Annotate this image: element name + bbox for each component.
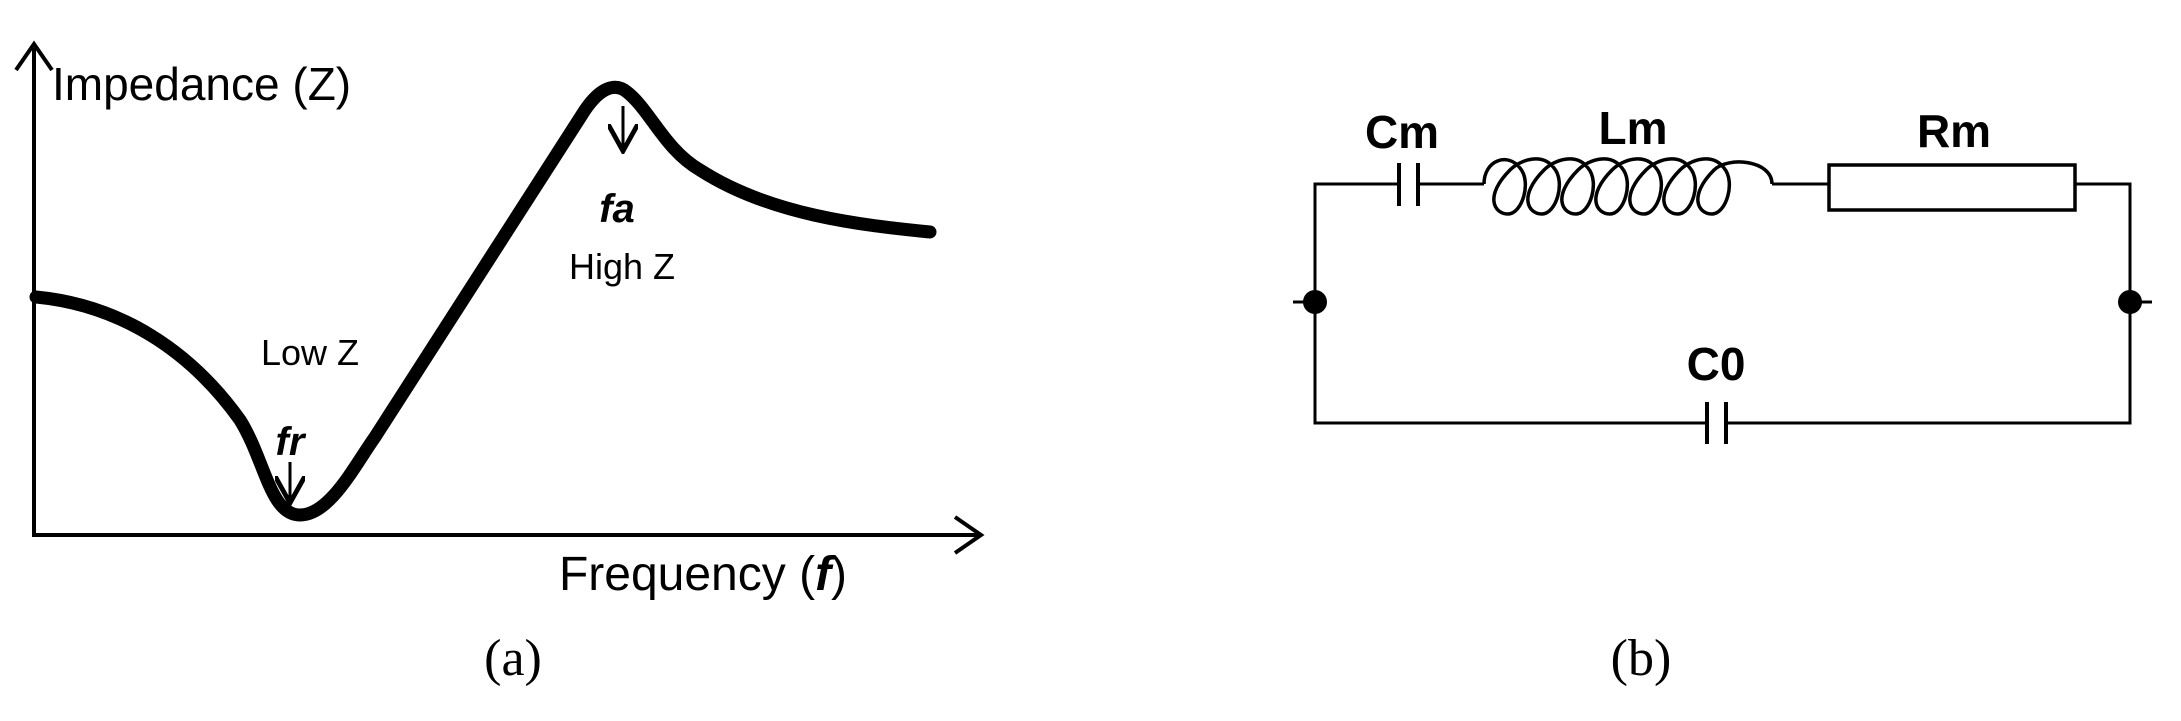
- c0-label: C0: [1687, 338, 1746, 390]
- x-axis-label: Frequency (f): [559, 548, 847, 601]
- resistor-rm: [1827, 163, 2077, 212]
- capacitor-cm: [1397, 163, 1420, 206]
- inductor-lm: [1482, 157, 1774, 216]
- caption-b: (b): [1611, 630, 1672, 687]
- high-z-note: High Z: [569, 246, 675, 287]
- impedance-plot: Impedance (Z) fr Low Z fa High Z Frequen…: [14, 40, 985, 687]
- motional-branch-left-wire: [1313, 182, 1397, 302]
- motional-branch-right-wire: [2075, 182, 2132, 302]
- capacitor-c0: [1705, 402, 1728, 444]
- x-axis-label-variable: f: [815, 548, 835, 601]
- low-z-note: Low Z: [261, 332, 359, 373]
- rm-label: Rm: [1917, 105, 1991, 157]
- impedance-curve: [29, 81, 937, 522]
- resonance-label: fr: [276, 420, 307, 464]
- lm-label: Lm: [1599, 102, 1668, 154]
- caption-a: (a): [484, 630, 542, 687]
- x-axis-arrowhead: [953, 515, 985, 555]
- x-axis-label-prefix: Frequency (: [559, 548, 815, 601]
- x-axis-label-suffix: ): [831, 548, 847, 601]
- y-axis-label: Impedance (Z): [52, 58, 351, 110]
- equivalent-circuit: Cm Lm Rm C0 (b): [1293, 102, 2152, 687]
- static-branch-wire-left: [1313, 302, 1706, 425]
- static-branch-wire-right: [1727, 302, 2132, 425]
- antiresonance-label: fa: [599, 187, 635, 231]
- y-axis-arrowhead: [14, 40, 54, 72]
- cm-label: Cm: [1365, 106, 1439, 158]
